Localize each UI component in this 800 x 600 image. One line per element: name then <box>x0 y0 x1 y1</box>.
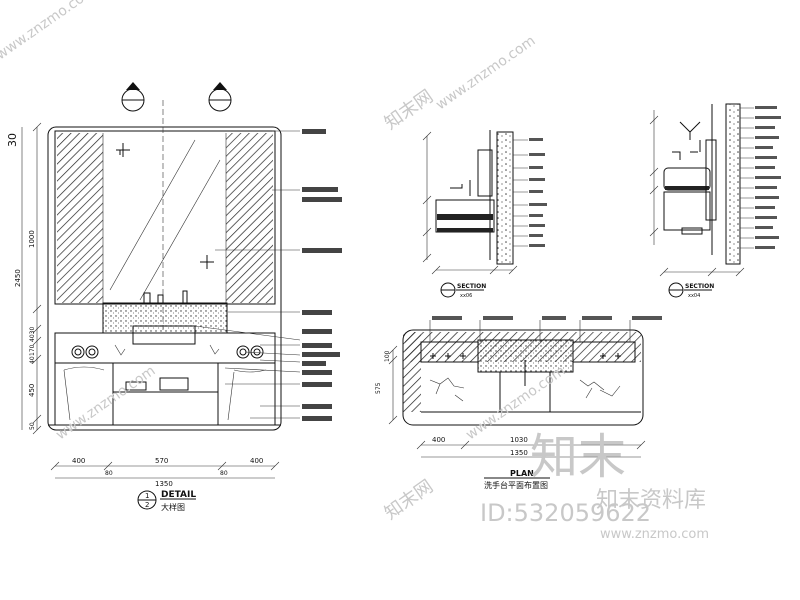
plan-subtitle: 洗手台平面布置图 <box>484 480 548 490</box>
section-marker-right <box>208 82 232 112</box>
watermark-url: www.znzmo.com <box>600 527 709 542</box>
svg-text:www.znzmo.com: www.znzmo.com <box>53 363 158 443</box>
dim-w-400-right: 400 <box>250 457 263 465</box>
section-marker-left <box>121 82 145 112</box>
plan-dim-h-100: 100 <box>384 350 391 362</box>
plan-title: PLAN <box>510 469 534 478</box>
svg-text:知末网: 知末网 <box>381 86 437 134</box>
dim-w-570: 570 <box>155 457 168 465</box>
dim-h-170: 170 <box>29 344 36 356</box>
plan-view: 100 575 400 1030 1350 PLAN 洗手台平面布置图 <box>375 316 662 490</box>
width-dimensions: 400 570 400 80 80 1350 <box>50 457 280 488</box>
section-2: SECTION xx04 <box>649 103 781 299</box>
watermark-big-logo: 知末 <box>530 429 626 485</box>
detail-notes <box>302 129 342 421</box>
section-1: SECTION xx06 <box>422 130 547 299</box>
section-1-title: SECTION <box>457 283 486 290</box>
section-1-subtitle: xx06 <box>460 293 472 299</box>
countertop <box>102 302 228 334</box>
dim-h-1000: 1000 <box>28 230 36 248</box>
watermark-id: ID:532059622 <box>480 499 651 527</box>
plan-dim-h-575: 575 <box>375 382 382 394</box>
plan-dim-w-1030: 1030 <box>510 436 528 444</box>
dim-w-80-right: 80 <box>220 470 228 477</box>
dim-h-2450: 2450 <box>14 269 22 287</box>
plan-dim-w-total: 1350 <box>510 449 528 457</box>
dim-w-total: 1350 <box>155 480 173 488</box>
hatched-stone-left <box>57 133 103 303</box>
height-dimensions: 30 1000 2450 4030 170 40 450 50 <box>6 122 42 435</box>
section-1-wall <box>496 131 514 265</box>
detail-title: DETAIL <box>161 490 196 500</box>
dim-w-400-left: 400 <box>72 457 85 465</box>
detail-subtitle: 大样图 <box>161 502 185 512</box>
dim-top: 30 <box>6 133 19 147</box>
svg-text:www.znzmo.com: www.znzmo.com <box>433 33 538 113</box>
dim-h-450: 450 <box>28 384 36 397</box>
section-2-wall <box>725 103 741 265</box>
svg-text:知末网: 知末网 <box>381 476 437 524</box>
dim-h-4030: 4030 <box>29 327 36 342</box>
cabinet-frame <box>47 126 282 431</box>
section-2-title: SECTION <box>685 283 714 290</box>
detail-marker-num: 1 <box>145 492 149 500</box>
section-2-subtitle: xx04 <box>688 293 700 299</box>
svg-text:www.znzmo.com: www.znzmo.com <box>0 0 98 63</box>
plan-dim-w-400: 400 <box>432 436 445 444</box>
dim-h-40: 40 <box>29 356 36 364</box>
watermark-brand: 知末资料库 <box>596 488 706 513</box>
detail-elevation: 30 1000 2450 4030 170 40 450 50 400 570 … <box>6 82 342 512</box>
dim-w-80-left: 80 <box>105 470 113 477</box>
dim-h-50: 50 <box>29 422 36 430</box>
detail-marker-den: 2 <box>145 501 149 509</box>
watermark: www.znzmo.com www.znzmo.com www.znzmo.co… <box>0 0 709 542</box>
hatched-stone-right <box>226 133 273 303</box>
